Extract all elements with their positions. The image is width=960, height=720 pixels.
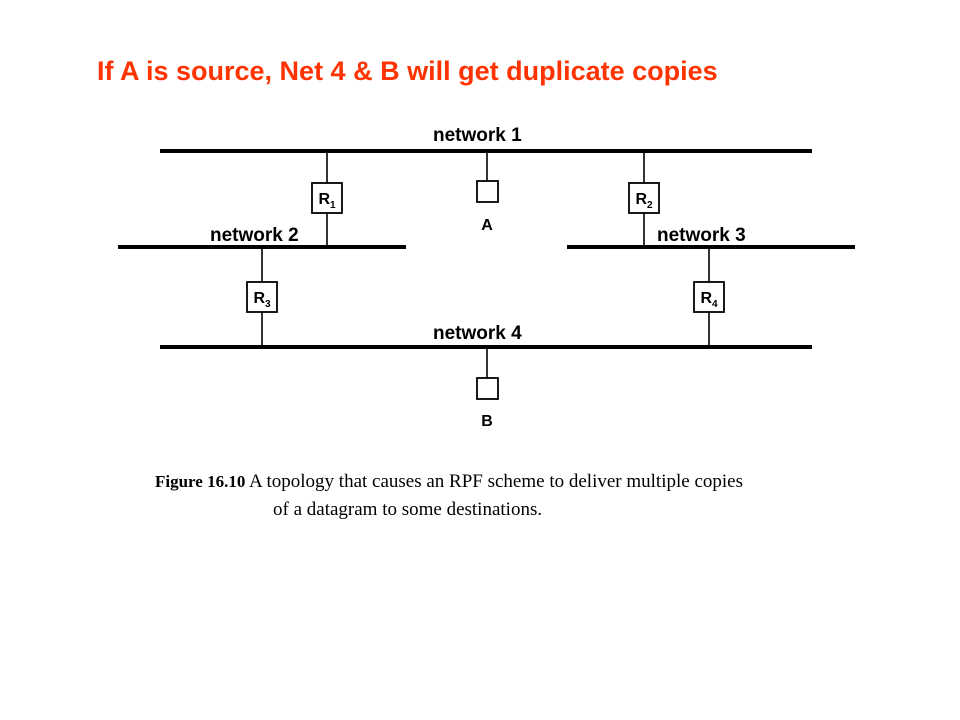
router-r1-box bbox=[311, 182, 343, 214]
network-4-label: network 4 bbox=[433, 323, 522, 344]
network-1-label: network 1 bbox=[433, 125, 522, 146]
router-r3-label: R3 bbox=[253, 290, 271, 310]
host-b-box bbox=[476, 377, 499, 400]
network-3-label: network 3 bbox=[657, 225, 746, 246]
network-2-label: network 2 bbox=[210, 225, 299, 246]
host-b-label: B bbox=[481, 413, 493, 430]
router-r2-box bbox=[628, 182, 660, 214]
figure-number: Figure 16.10 bbox=[155, 472, 246, 491]
router-r2-label: R2 bbox=[635, 191, 653, 211]
router-r4-box bbox=[693, 281, 725, 313]
caption-line-1: A topology that causes an RPF scheme to … bbox=[245, 471, 743, 492]
caption-line-2: of a datagram to some destinations. bbox=[273, 499, 543, 520]
router-r4-label: R4 bbox=[700, 290, 718, 310]
slide-title: If A is source, Net 4 & B will get dupli… bbox=[97, 56, 718, 86]
host-a-label: A bbox=[481, 217, 493, 234]
host-a-box bbox=[476, 180, 499, 203]
router-r1-label: R1 bbox=[318, 191, 336, 211]
router-r3-box bbox=[246, 281, 278, 313]
figure-caption: Figure 16.10 A topology that causes an R… bbox=[155, 468, 835, 524]
